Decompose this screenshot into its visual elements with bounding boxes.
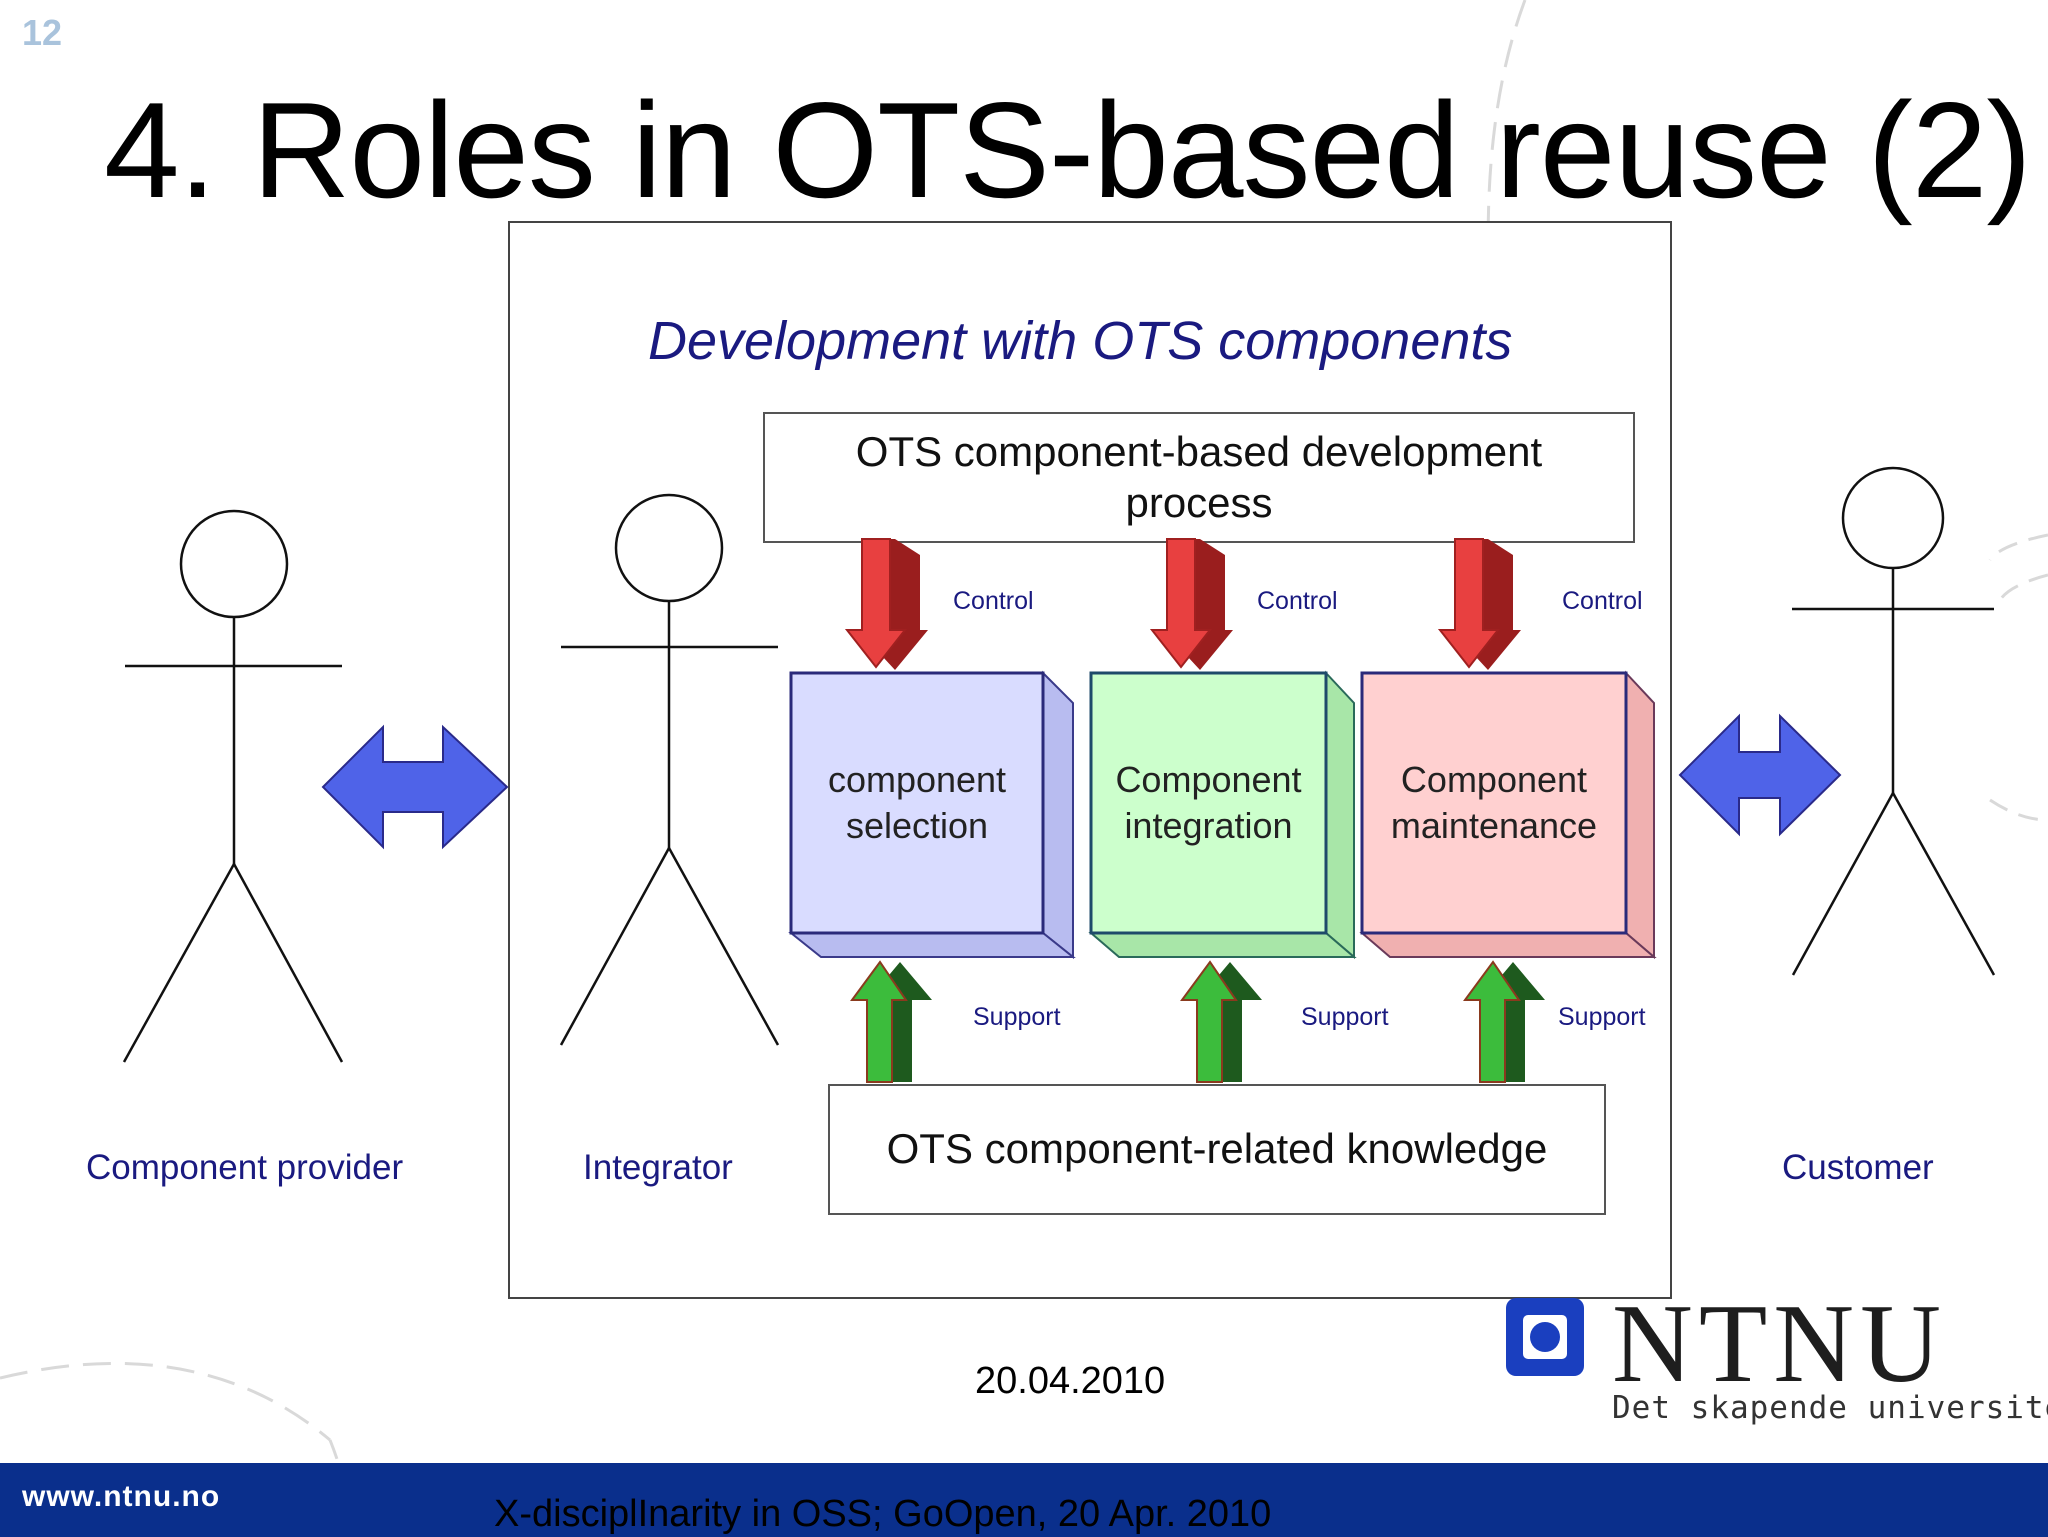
cube-integration <box>1088 670 1357 960</box>
footer-url-link[interactable]: www.ntnu.no <box>22 1480 221 1513</box>
double-arrow-right <box>1678 713 1842 837</box>
slide-title: 4. Roles in OTS-based reuse (2) <box>104 74 2032 226</box>
control-arrow-1 <box>844 538 928 670</box>
slide-number: 12 <box>22 12 63 53</box>
actor-provider-figure <box>122 509 344 1063</box>
ntnu-logo-icon <box>1506 1298 1584 1376</box>
control-arrow-2 <box>1149 538 1233 670</box>
control-label-3: Control <box>1562 587 1643 615</box>
footer-bar <box>0 1463 2048 1537</box>
support-arrow-3 <box>1463 960 1545 1083</box>
actor-integrator-figure <box>559 493 780 1046</box>
support-arrow-1 <box>850 960 932 1083</box>
actor-label-provider: Component provider <box>86 1148 404 1187</box>
support-label-1: Support <box>973 1003 1061 1031</box>
control-label-1: Control <box>953 587 1034 615</box>
cube-maintenance <box>1359 670 1657 960</box>
footer-caption: X-disciplInarity in OSS; GoOpen, 20 Apr.… <box>494 1493 1272 1535</box>
ntnu-logo-text: NTNU <box>1612 1282 1948 1406</box>
actor-label-customer: Customer <box>1782 1148 1934 1187</box>
control-arrow-3 <box>1437 538 1521 670</box>
control-label-2: Control <box>1257 587 1338 615</box>
double-arrow-left <box>321 724 509 850</box>
support-arrow-2 <box>1180 960 1262 1083</box>
cube-selection <box>788 670 1076 960</box>
support-label-3: Support <box>1558 1003 1646 1031</box>
actor-label-integrator: Integrator <box>583 1148 733 1187</box>
support-label-2: Support <box>1301 1003 1389 1031</box>
actor-customer-figure <box>1791 466 1996 976</box>
slide-date: 20.04.2010 <box>975 1360 1166 1402</box>
knowledge-box: OTS component-related knowledge <box>828 1084 1606 1215</box>
ntnu-slogan: Det skapende universitet <box>1612 1390 2048 1426</box>
diagram-heading: Development with OTS components <box>648 311 1513 371</box>
